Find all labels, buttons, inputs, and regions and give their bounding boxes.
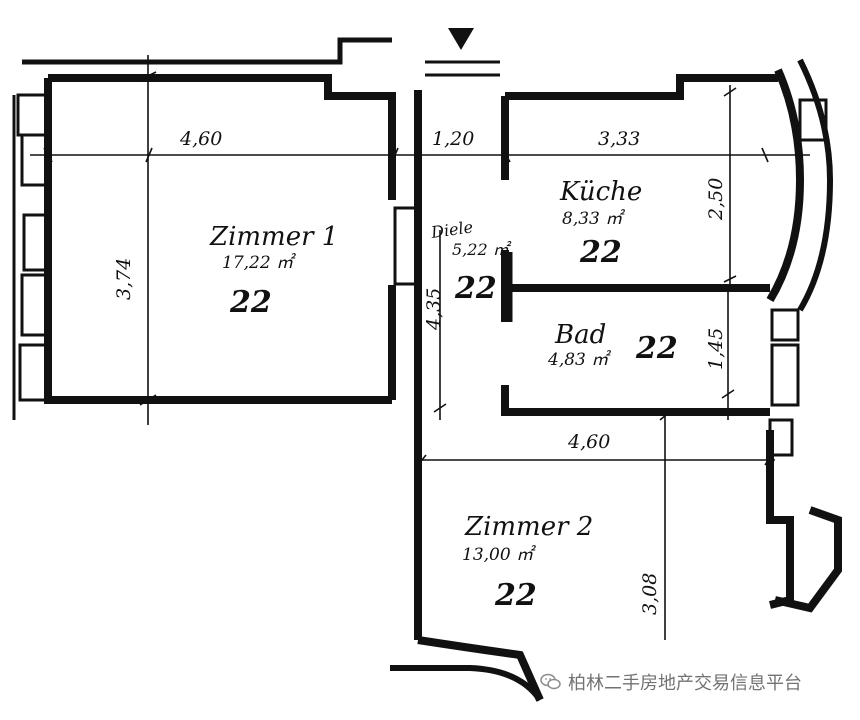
room-zimmer-2: Zimmer 2 13,00 ㎡ 22 <box>462 512 593 613</box>
dim-diele-width: 1,20 <box>432 128 474 150</box>
right-windows <box>768 98 828 457</box>
openings <box>393 60 513 322</box>
room-area: 17,22 ㎡ <box>222 253 296 273</box>
room-name: Küche <box>559 177 642 207</box>
room-bad: Bad 4,83 ㎡ 22 <box>547 320 678 370</box>
room-name: Zimmer 2 <box>464 512 593 542</box>
dim-kueche-depth: 2,50 <box>705 178 727 221</box>
dim-zimmer1-depth: 3,74 <box>113 258 135 300</box>
dim-kueche-width: 3,33 <box>598 128 640 150</box>
watermark-text: 柏林二手房地产交易信息平台 <box>568 673 802 694</box>
dimension-lines <box>30 55 810 640</box>
room-diele: Diele 5,22 ㎡ 22 <box>429 217 512 306</box>
room-name: Zimmer 1 <box>209 222 338 252</box>
dim-bad-depth: 1,45 <box>705 328 727 370</box>
wechat-icon <box>540 673 561 690</box>
room-code: 22 <box>635 331 678 366</box>
room-area: 13,00 ㎡ <box>462 545 536 565</box>
room-kueche: Küche 8,33 ㎡ 22 <box>559 177 642 270</box>
dimension-labels: 4,60 3,74 1,20 4,35 3,33 2,50 1,45 4,60 … <box>113 128 727 615</box>
room-area: 4,83 ㎡ <box>547 350 611 370</box>
dim-zimmer2-depth: 3,08 <box>639 573 661 615</box>
room-code: 22 <box>229 285 272 320</box>
entrance-arrow-icon <box>448 28 474 50</box>
room-code: 22 <box>494 578 537 613</box>
room-code: 22 <box>579 235 622 270</box>
left-windows <box>12 93 50 420</box>
room-code: 22 <box>454 271 497 306</box>
watermark: 柏林二手房地产交易信息平台 <box>540 668 802 696</box>
room-name: Diele <box>429 217 474 242</box>
room-zimmer-1: Zimmer 1 17,22 ㎡ 22 <box>209 222 338 320</box>
room-name: Bad <box>554 320 606 350</box>
room-area: 5,22 ㎡ <box>452 240 512 259</box>
dim-zimmer2-width: 4,60 <box>567 431 610 453</box>
room-area: 8,33 ㎡ <box>562 209 625 229</box>
dim-zimmer1-width: 4,60 <box>179 128 222 150</box>
walls <box>22 37 842 702</box>
dim-diele-depth: 4,35 <box>423 288 445 331</box>
